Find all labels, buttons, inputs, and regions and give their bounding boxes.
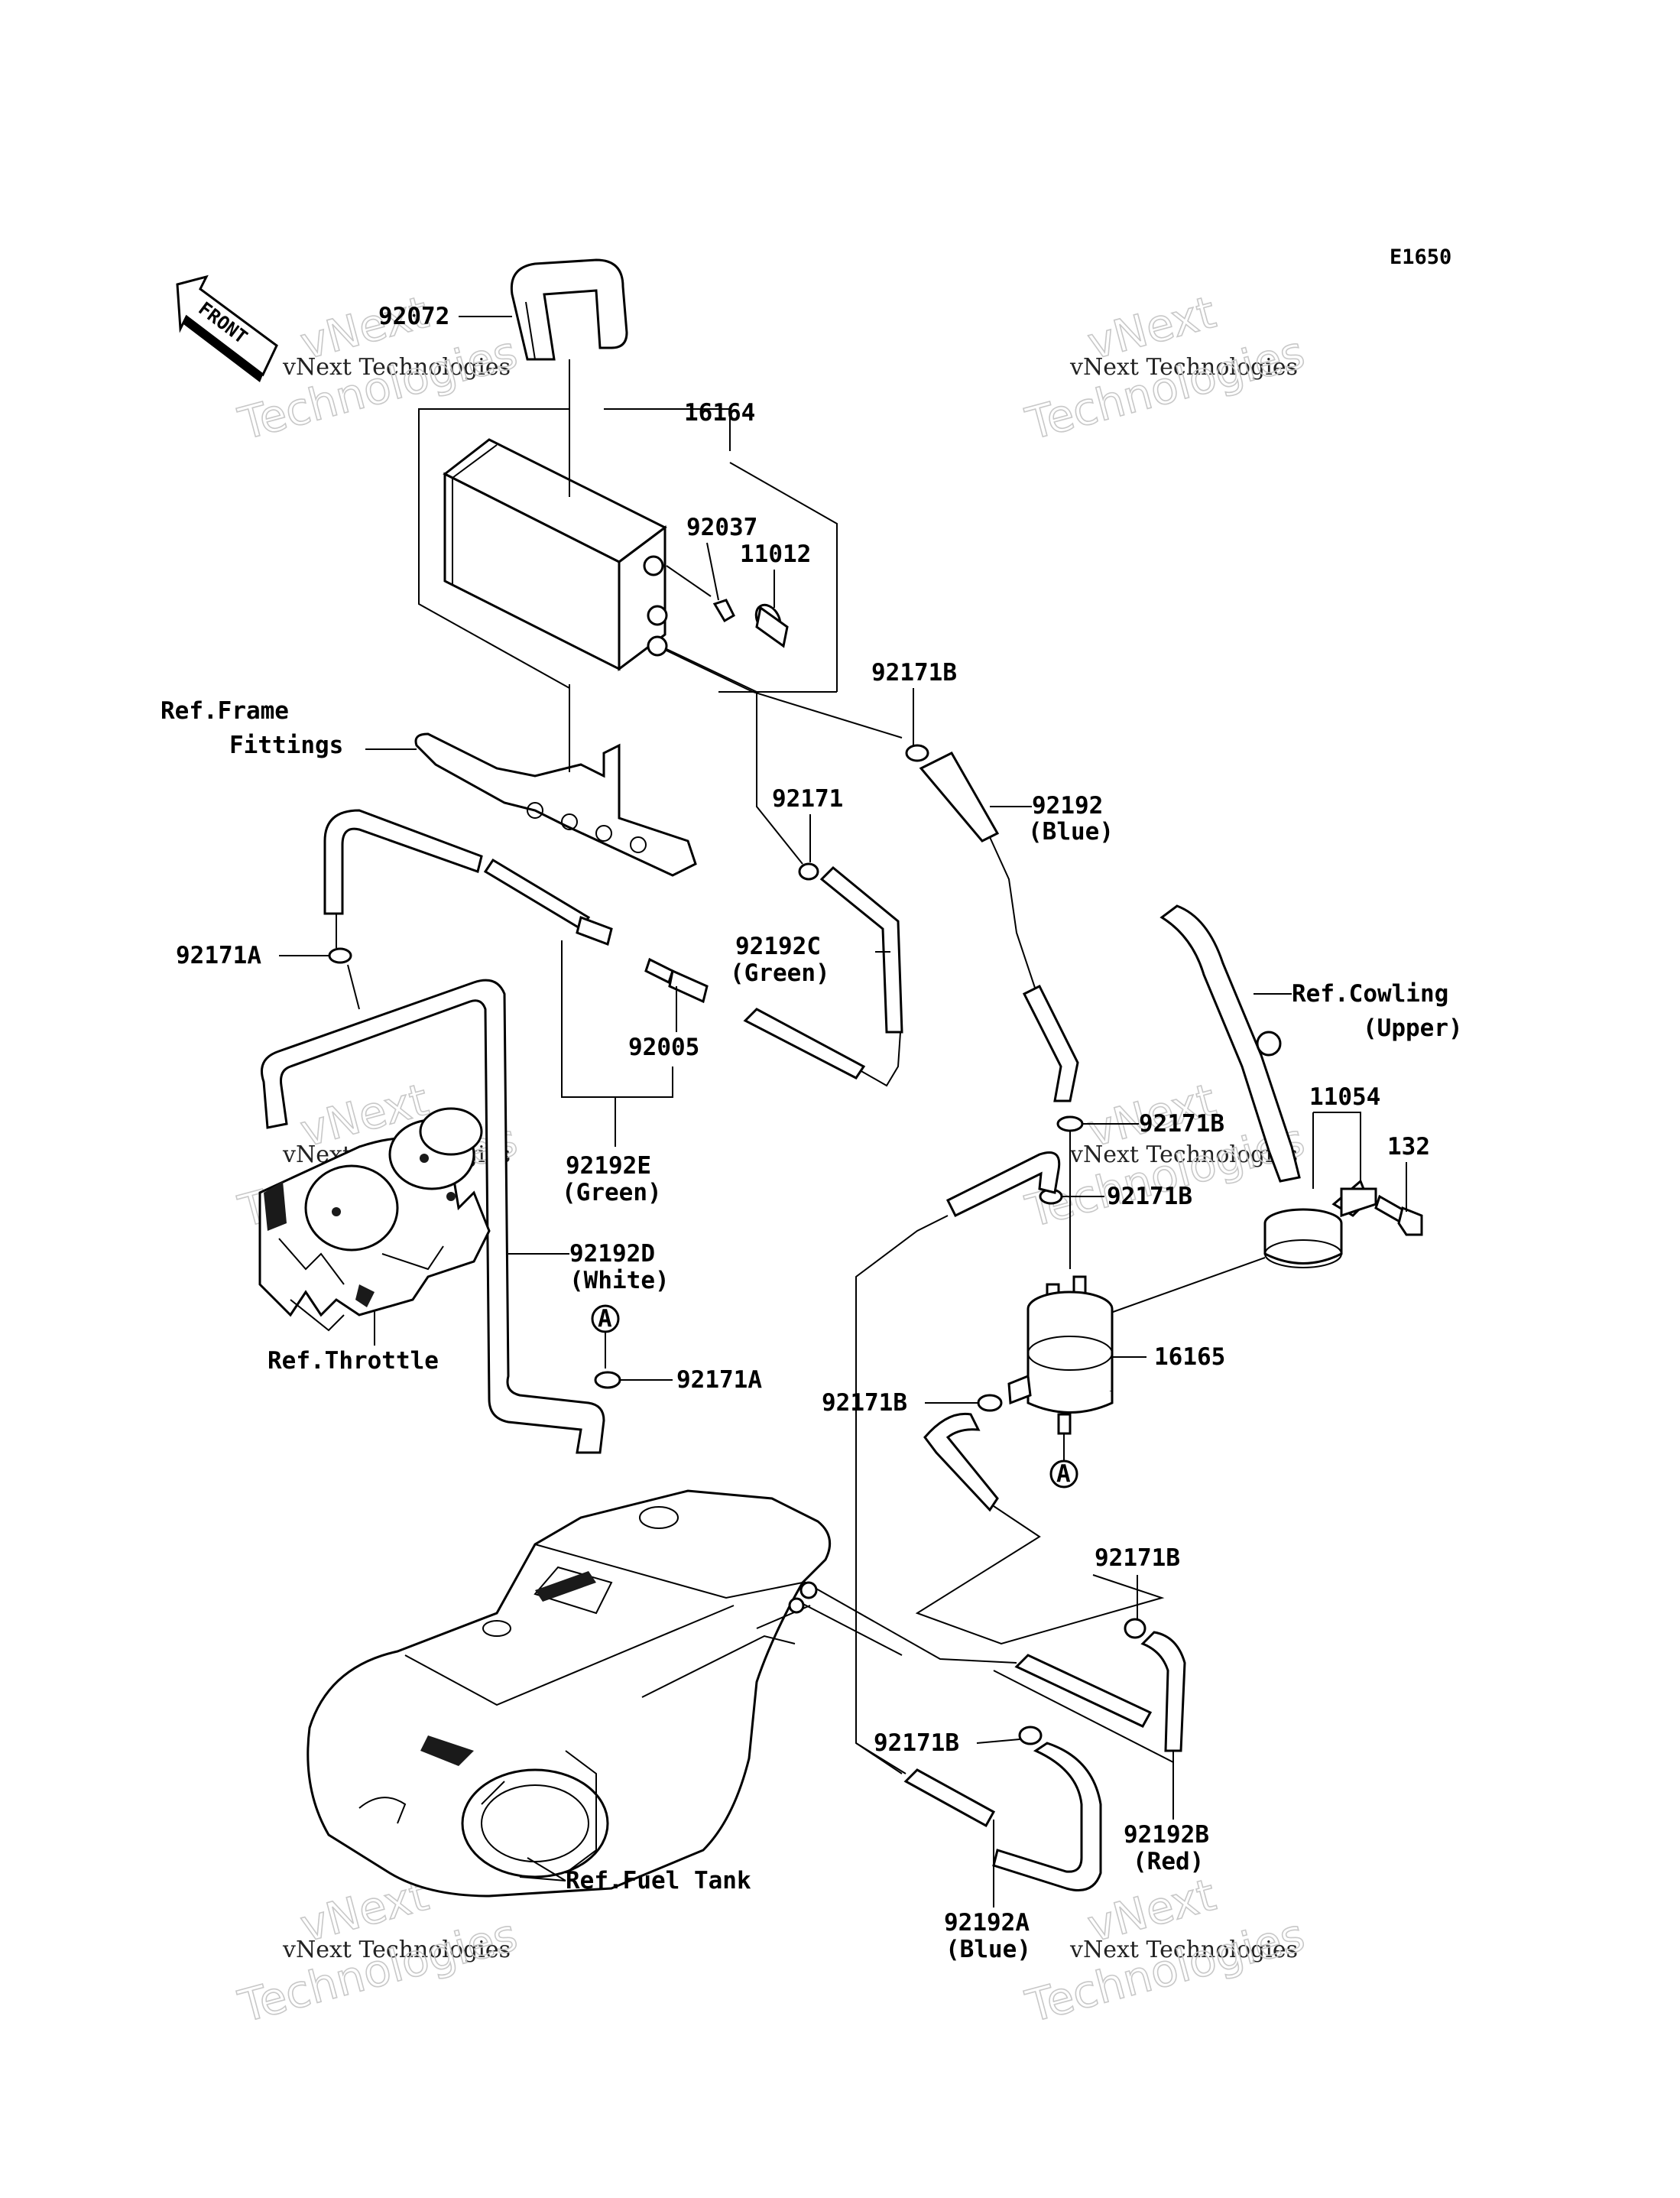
label-92171B-mid2: 92171B: [1107, 1183, 1192, 1210]
label-132: 132: [1387, 1133, 1430, 1161]
circle-a-right: [1049, 1459, 1078, 1489]
label-92192D-white: (White): [569, 1267, 670, 1294]
label-92072: 92072: [378, 303, 449, 330]
clip-92171B-bottom: [1018, 1726, 1043, 1745]
strap-92072: [510, 258, 628, 361]
front-arrow-icon: FRONT: [176, 274, 278, 382]
watermark-vnext-technologies: vNext Technologies: [1069, 1141, 1298, 1168]
filter-16165: [1007, 1275, 1114, 1435]
label-92192: 92192: [1032, 792, 1103, 820]
label-11012: 11012: [740, 541, 811, 568]
label-92192-blue: (Blue): [1028, 818, 1114, 846]
ref-frame-fittings-2: Fittings: [229, 732, 343, 759]
ref-frame-fittings-1: Ref.Frame: [161, 697, 289, 725]
label-92192D: 92192D: [569, 1240, 655, 1268]
label-92192B: 92192B: [1124, 1821, 1209, 1849]
watermark-top-right: vNext vNext Technologies Technologies: [1020, 285, 1310, 450]
clip-92171B-filter: [977, 1394, 1003, 1412]
ref-fuel-tank: Ref.Fuel Tank: [566, 1867, 751, 1894]
cowling-stay: [1159, 904, 1301, 1183]
label-92171B-bottom: 92171B: [874, 1729, 959, 1757]
label-92171A-upper: 92171A: [176, 942, 261, 969]
watermark-vnext-technologies: vNext Technologies: [282, 1937, 511, 1963]
label-92171B-lower-right: 92171B: [1095, 1544, 1180, 1572]
watermark-vnext-technologies: vNext Technologies: [1069, 1937, 1298, 1963]
clip-92171B-mid1: [1056, 1115, 1084, 1132]
clip-92171B-lower-right: [1124, 1618, 1146, 1639]
label-92171A-lower: 92171A: [676, 1366, 762, 1394]
label-92171B-filter: 92171B: [822, 1389, 907, 1417]
frame-fitting-bracket: [414, 732, 697, 877]
ref-cowling-2: (Upper): [1363, 1015, 1463, 1042]
watermark-vnext-technologies: vNext Technologies: [282, 354, 511, 381]
label-92192B-red: (Red): [1133, 1848, 1204, 1875]
label-92192C: 92192C: [735, 933, 821, 960]
label-92192A-blue: (Blue): [945, 1936, 1031, 1963]
label-92192C-green: (Green): [730, 959, 830, 987]
circle-a-left-label: A: [598, 1305, 612, 1333]
circle-a-right-label: A: [1056, 1460, 1071, 1488]
watermark-vnext-technologies: vNext Technologies: [1069, 354, 1298, 381]
ref-cowling-1: Ref.Cowling: [1292, 980, 1448, 1008]
label-16165: 16165: [1154, 1343, 1225, 1371]
clip-92171A-lower: [594, 1371, 621, 1389]
watermark-bottom-right: vNext vNext Technologies Technologies: [1020, 1868, 1310, 2033]
label-92192E: 92192E: [566, 1152, 651, 1180]
label-11054: 11054: [1309, 1083, 1380, 1111]
label-92171B-top: 92171B: [871, 659, 957, 687]
label-92192A: 92192A: [944, 1909, 1030, 1937]
throttle-body: [258, 1107, 491, 1332]
label-92171: 92171: [772, 785, 843, 813]
clip-92037: [712, 599, 735, 623]
label-16164: 16164: [684, 399, 755, 427]
clamp-11054: [1263, 1179, 1377, 1268]
clip-92171A-upper: [328, 947, 352, 964]
fuel-tank: [306, 1489, 832, 1898]
ref-throttle: Ref.Throttle: [268, 1347, 439, 1375]
canister-16164: [443, 438, 668, 671]
label-92005: 92005: [628, 1034, 699, 1061]
cap-11012: [754, 603, 789, 648]
label-92037: 92037: [686, 514, 757, 541]
clip-92171B-top: [905, 744, 929, 762]
label-92192E-green: (Green): [562, 1179, 662, 1206]
bolt-132: [1374, 1194, 1423, 1236]
clip-92171: [798, 862, 819, 881]
label-92171B-mid1: 92171B: [1139, 1110, 1224, 1138]
diagram-code: E1650: [1390, 245, 1451, 269]
